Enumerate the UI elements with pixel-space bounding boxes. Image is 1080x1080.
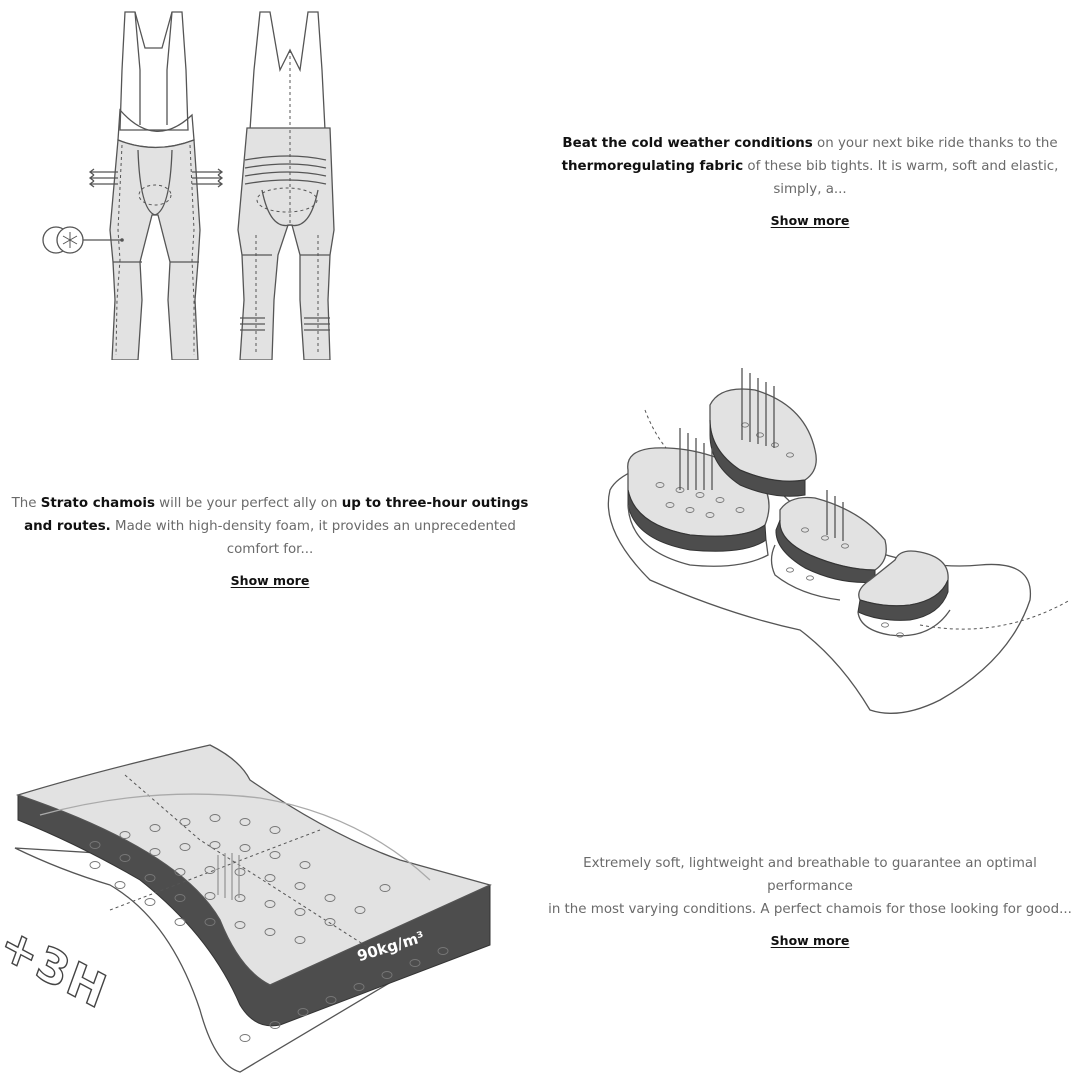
chamois-pre-text: The [11, 496, 41, 511]
chamois-text-panel: The Strato chamois will be your perfect … [0, 360, 540, 720]
thermo-description: Beat the cold weather conditions on your… [540, 132, 1080, 201]
feature-row-comfort: 90kg/m³ +3H Extremely soft, lightweight … [0, 720, 1080, 1080]
chamois-mid-text: will be your perfect ally on [154, 496, 342, 511]
thermo-rest-text: of these bib tights. It is warm, soft an… [743, 159, 1059, 197]
comfort-text-panel: Extremely soft, lightweight and breathab… [540, 720, 1080, 1080]
thermo-fabric-bold: thermoregulating fabric [561, 159, 744, 174]
bib-tights-drawing [42, 11, 335, 360]
perforation-holes [655, 422, 904, 638]
chamois-exploded-illustration [540, 360, 1080, 720]
feature-row-chamois: The Strato chamois will be your perfect … [0, 360, 1080, 720]
snowflake-icon [62, 232, 78, 248]
foam-perforations [89, 814, 449, 1042]
bib-front-view [42, 11, 224, 360]
comfort-line-2: in the most varying conditions. A perfec… [548, 902, 1072, 917]
chamois-hours-bold: up to three-hour outings and routes. [24, 496, 529, 534]
show-more-button-thermo[interactable]: Show more [770, 213, 850, 228]
feature-row-thermo: Beat the cold weather conditions on your… [0, 0, 1080, 360]
show-more-button-comfort[interactable]: Show more [770, 933, 850, 948]
foam-pad-drawing [14, 744, 492, 1073]
comfort-line-1: Extremely soft, lightweight and breathab… [583, 856, 1037, 894]
chamois-rest-text: Made with high-density foam, it provides… [110, 519, 516, 557]
thermo-text-panel: Beat the cold weather conditions on your… [540, 0, 1080, 360]
foam-density-illustration: 90kg/m³ +3H [0, 720, 540, 1080]
bib-back-view [237, 11, 335, 360]
comfort-description: Extremely soft, lightweight and breathab… [540, 852, 1080, 921]
chamois-exploded-drawing [607, 368, 1071, 714]
show-more-button-chamois[interactable]: Show more [230, 573, 310, 588]
thermo-intro-bold: Beat the cold weather conditions [562, 136, 813, 151]
breathability-arrows [679, 368, 844, 541]
bib-tights-illustration [0, 0, 540, 360]
thermo-mid-text: on your next bike ride thanks to the [812, 136, 1058, 151]
chamois-intro-bold: Strato chamois [40, 496, 155, 511]
chamois-description: The Strato chamois will be your perfect … [0, 492, 540, 561]
